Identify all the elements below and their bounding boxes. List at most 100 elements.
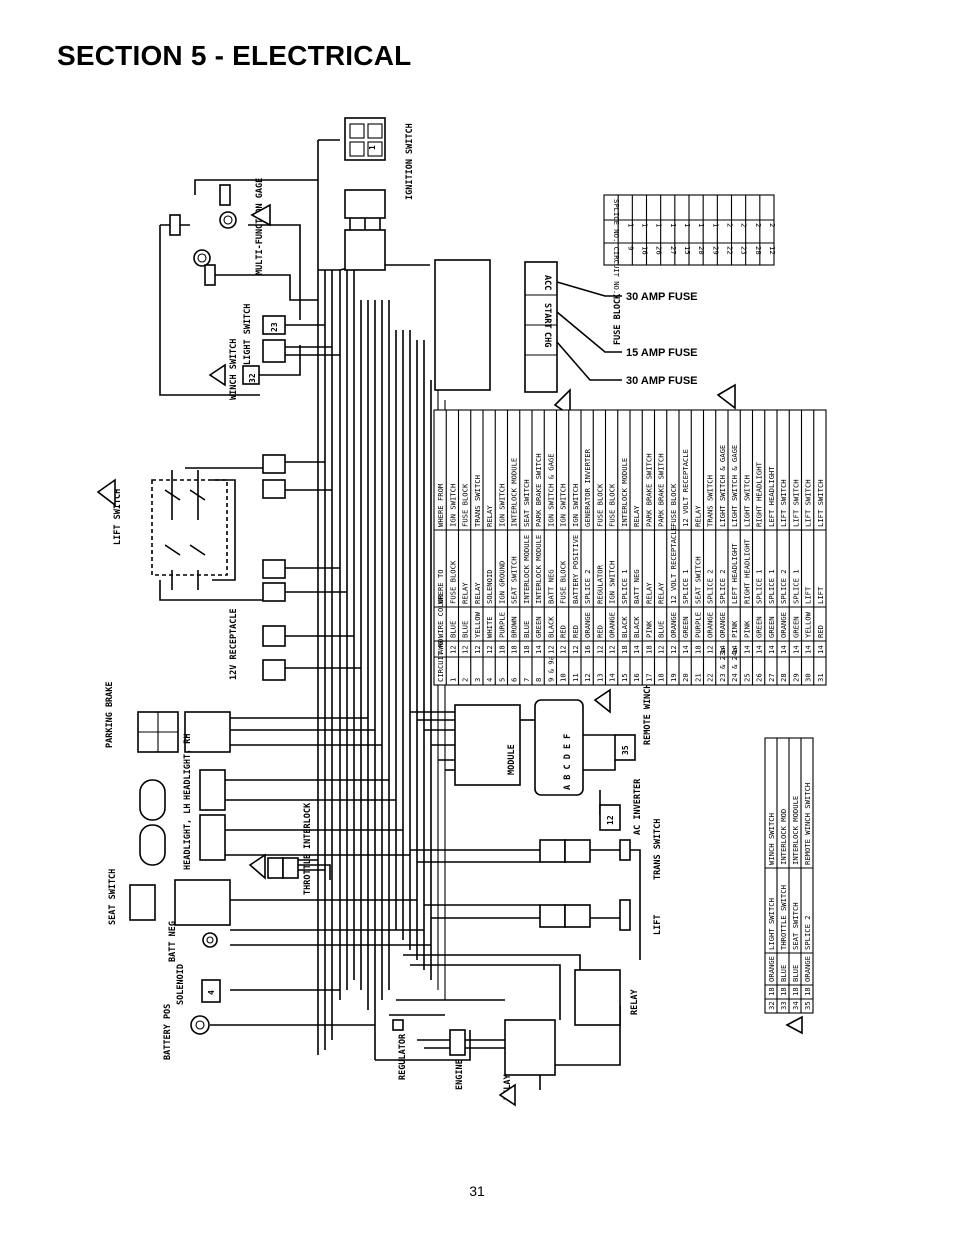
circuit-row: LEFT HEADLIGHT bbox=[730, 543, 739, 604]
circuit-row: ORANGE bbox=[669, 612, 678, 638]
winch-row: ORANGE bbox=[803, 956, 812, 982]
circuit-row: 12 bbox=[608, 645, 617, 654]
circuit-row: GREEN bbox=[681, 616, 690, 638]
solenoid-label: SOLENOID bbox=[176, 964, 186, 1005]
winch-row: 35 bbox=[803, 1001, 812, 1010]
circuit-row: 9 & 9a bbox=[546, 656, 555, 682]
circuit-row: GREEN bbox=[767, 616, 776, 638]
winch-row: ORANGE bbox=[767, 956, 776, 982]
splice-no: 1 bbox=[626, 223, 635, 227]
circuit-row: 18 bbox=[510, 645, 519, 654]
circuit-row: RELAY bbox=[473, 582, 482, 604]
circuit-row: LIFT bbox=[804, 586, 813, 604]
circuit-row: RELAY bbox=[485, 505, 494, 527]
circuit-row: LIGHT SWITCH & GAGE bbox=[730, 445, 739, 527]
multi-function-gage-label: MULTI-FUNCTION GAGE bbox=[255, 178, 265, 275]
circuit-row: 14 bbox=[534, 645, 543, 654]
circuit-row: RELAY bbox=[657, 582, 666, 604]
circuit-row: 28 bbox=[779, 673, 788, 682]
page-number: 31 bbox=[469, 1183, 485, 1199]
circuit-row: RELAY bbox=[693, 505, 702, 527]
circuit-row: FUSE BLOCK bbox=[595, 483, 604, 527]
circuit-row: 29 bbox=[791, 673, 800, 682]
marker-1-2 bbox=[96, 478, 116, 507]
solenoid: 4 SOLENOID bbox=[176, 964, 221, 1005]
circuit-row: FUSE BLOCK bbox=[559, 560, 568, 604]
circuit-row: RED bbox=[571, 625, 580, 638]
light-switch: 23 LIGHT SWITCH bbox=[243, 304, 286, 365]
winch-row: INTERLOCK MODULE bbox=[791, 796, 800, 865]
battery-pos-label: BATTERY POS bbox=[163, 1004, 173, 1060]
splice-no: 1 bbox=[669, 223, 678, 227]
circuit-row: 1 bbox=[448, 678, 457, 682]
circuit-row: LIFT SWITCH bbox=[804, 479, 813, 527]
circuit-row: BATT NEG bbox=[546, 569, 555, 604]
svg-text:4: 4 bbox=[207, 990, 216, 995]
splice-circuit: 16 bbox=[640, 246, 649, 255]
batt-neg: BATT NEG bbox=[168, 921, 218, 962]
circuit-row: 12 bbox=[559, 645, 568, 654]
circuit-row: PINK bbox=[742, 620, 751, 638]
circuit-row: BATTERY POSITIVE bbox=[571, 535, 580, 604]
light-switch-label: LIGHT SWITCH bbox=[243, 304, 253, 365]
circuit-row: SPLICE 2 bbox=[583, 569, 592, 604]
circuit-row: RELAY bbox=[632, 505, 641, 527]
circuit-row: SPLICE 2 bbox=[706, 569, 715, 604]
circuit-row: SPLICE 1 bbox=[767, 569, 776, 604]
circuit-row: RED bbox=[595, 625, 604, 638]
circuit-row: YELLOW bbox=[473, 611, 482, 638]
battery-pos: BATTERY POS bbox=[163, 1004, 210, 1060]
circuit-row: SEAT SWITCH bbox=[510, 556, 519, 604]
circuit-row: SPLICE 1 bbox=[681, 569, 690, 604]
circuit-row: 27 bbox=[767, 673, 776, 682]
circuit-row: 18 bbox=[693, 645, 702, 654]
circuit-row: IGN SWITCH bbox=[497, 484, 506, 527]
fuse-callout-1: 30 AMP FUSE bbox=[626, 291, 698, 303]
circuit-row: 4 bbox=[485, 678, 494, 682]
circuit-row: 30 bbox=[804, 673, 813, 682]
circuit-row: BLUE bbox=[657, 621, 666, 638]
winch-row: 18 bbox=[767, 987, 776, 996]
parking-brake: PARKING BRAKE bbox=[105, 681, 231, 753]
engine-label: ENGINE bbox=[455, 1059, 465, 1090]
splice-circuit: 26 bbox=[655, 246, 664, 255]
circuit-row: ORANGE bbox=[779, 612, 788, 638]
marker-a bbox=[248, 853, 266, 880]
winch-row: INTERLOCK MOD bbox=[779, 809, 788, 865]
circuit-row: 14 bbox=[816, 645, 825, 654]
circuit-row: WHITE bbox=[485, 616, 494, 638]
circuit-row: 14 bbox=[632, 645, 641, 654]
trans-switch: TRANS SWITCH bbox=[619, 819, 663, 880]
circuit-row: 15 bbox=[620, 673, 629, 682]
fuse-block: ACC START CHG FUSE BLOCK bbox=[434, 259, 736, 417]
lift-label: LIFT bbox=[653, 915, 663, 935]
circuit-row: 20 bbox=[681, 673, 690, 682]
circuit-row: REGULATOR bbox=[595, 564, 604, 604]
circuit-row: GREEN bbox=[534, 616, 543, 638]
splice-circuit: 15 bbox=[683, 246, 692, 255]
fuse-block-label: FUSE BLOCK bbox=[613, 293, 623, 345]
winch-row: 33 bbox=[779, 1001, 788, 1010]
circuit-row: 10 bbox=[559, 673, 568, 682]
circuit-row: RED bbox=[816, 625, 825, 638]
circuit-row: 13 bbox=[595, 673, 604, 682]
circuit-row: LIFT bbox=[816, 586, 825, 604]
circuit-row: 18 bbox=[522, 645, 531, 654]
receptacle-12v: 12V RECEPTACLE bbox=[229, 608, 286, 681]
circuit-row: 22 bbox=[706, 673, 715, 682]
circuit-row: 26 bbox=[755, 673, 764, 682]
circuit-row: PINK bbox=[644, 620, 653, 638]
circuit-row: 12 VOLT RECEPTACLE bbox=[681, 449, 690, 527]
winch-switch: 32 WINCH SWITCH bbox=[208, 339, 260, 400]
lift-switch: LIFT SWITCH bbox=[96, 454, 286, 602]
batt-neg-label: BATT NEG bbox=[168, 921, 178, 962]
circuit-row: GREEN bbox=[791, 616, 800, 638]
circuit-row: BROWN bbox=[510, 616, 519, 638]
throttle-interlock: THROTTLE INTERLOCK bbox=[267, 802, 313, 895]
circuit-row: LIFT SWITCH bbox=[779, 479, 788, 527]
circuit-row: LIGHT SWITCH & GAGE bbox=[718, 445, 727, 527]
splice-circuit: 22 bbox=[725, 246, 734, 255]
lift: LIFT bbox=[619, 899, 663, 935]
circuit-row: RED bbox=[559, 625, 568, 638]
